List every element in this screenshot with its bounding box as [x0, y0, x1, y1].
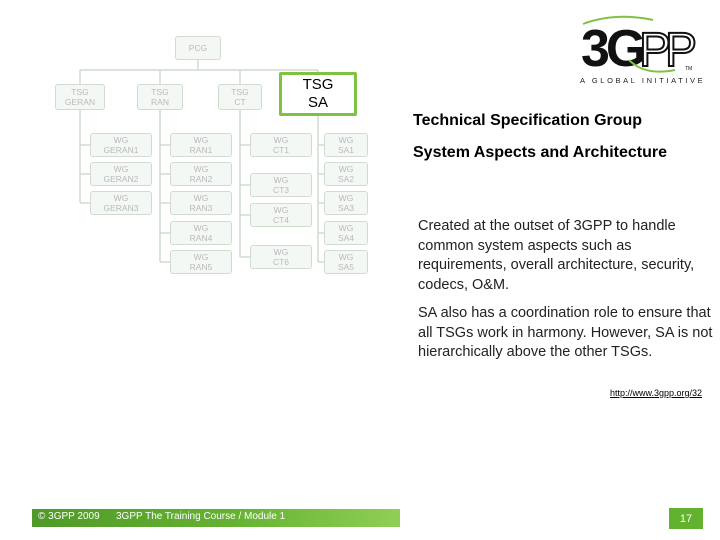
wg-name: CT3 [272, 185, 290, 195]
wg-ran2-node: WG RAN2 [170, 162, 232, 186]
wg-ran5-node: WG RAN5 [170, 250, 232, 274]
wg-ct1-node: WG CT1 [250, 133, 312, 157]
title-line1: Technical Specification Group [413, 112, 643, 129]
tsg-name: SA [307, 94, 328, 111]
wg-label: WG [273, 175, 289, 185]
wg-name: SA1 [337, 145, 355, 155]
reference-link[interactable]: http://www.3gpp.org/32 [610, 388, 703, 398]
org-chart: PCG TSG GERAN TSG RAN TSG CT TSG SA WG G… [0, 0, 400, 300]
wg-name: SA5 [337, 262, 355, 272]
wg-label: WG [273, 135, 289, 145]
tsg-geran-node: TSG GERAN [55, 84, 105, 110]
wg-label: WG [193, 223, 209, 233]
footer-course-title: 3GPP The Training Course / Module 1 [116, 511, 286, 522]
wg-name: CT1 [272, 145, 290, 155]
3gpp-logo: 3G PP TM [581, 15, 702, 78]
wg-sa5-node: WG SA5 [324, 250, 368, 274]
wg-label: WG [338, 252, 354, 262]
wg-label: WG [113, 164, 129, 174]
wg-ct6-node: WG CT6 [250, 245, 312, 269]
tsg-label: TSG [302, 76, 334, 93]
wg-label: WG [273, 247, 289, 257]
logo-tagline: A GLOBAL INITIATIVE [580, 76, 706, 85]
wg-name: CT6 [272, 257, 290, 267]
wg-label: WG [193, 164, 209, 174]
page-number: 17 [669, 508, 703, 529]
footer-copyright: © 3GPP 2009 [38, 511, 100, 522]
coordination-paragraph: SA also has a coordination role to ensur… [418, 305, 713, 360]
wg-sa1-node: WG SA1 [324, 133, 368, 157]
title-line2: System Aspects and Architecture [413, 144, 668, 161]
wg-name: RAN3 [189, 203, 213, 213]
wg-name: GERAN3 [103, 203, 139, 213]
wg-name: CT4 [272, 215, 290, 225]
tsg-label: TSG [151, 87, 169, 97]
wg-sa3-node: WG SA3 [324, 191, 368, 215]
wg-geran2-node: WG GERAN2 [90, 162, 152, 186]
wg-name: RAN1 [189, 145, 213, 155]
svg-text:TM: TM [685, 66, 692, 72]
wg-name: SA4 [337, 233, 355, 243]
wg-ran4-node: WG RAN4 [170, 221, 232, 245]
wg-label: WG [338, 193, 354, 203]
wg-name: RAN5 [189, 262, 213, 272]
description-paragraph: Created at the outset of 3GPP to handle … [418, 218, 695, 293]
wg-geran3-node: WG GERAN3 [90, 191, 152, 215]
tsg-sa-node: TSG SA [279, 72, 357, 116]
wg-sa4-node: WG SA4 [324, 221, 368, 245]
wg-label: WG [113, 193, 129, 203]
pcg-node: PCG [175, 36, 221, 60]
tsg-name: RAN [151, 97, 169, 107]
wg-sa2-node: WG SA2 [324, 162, 368, 186]
tsg-label: TSG [71, 87, 89, 97]
wg-label: WG [113, 135, 129, 145]
wg-label: WG [338, 135, 354, 145]
wg-ct4-node: WG CT4 [250, 203, 312, 227]
wg-name: GERAN2 [103, 174, 139, 184]
pcg-label: PCG [188, 43, 208, 53]
tsg-name: CT [234, 97, 246, 107]
wg-name: SA3 [337, 203, 355, 213]
tsg-name: GERAN [64, 97, 96, 107]
wg-label: WG [193, 135, 209, 145]
wg-name: GERAN1 [103, 145, 139, 155]
wg-label: WG [193, 252, 209, 262]
wg-ran3-node: WG RAN3 [170, 191, 232, 215]
footer-bar [32, 509, 400, 527]
wg-ran1-node: WG RAN1 [170, 133, 232, 157]
wg-ct3-node: WG CT3 [250, 173, 312, 197]
wg-label: WG [193, 193, 209, 203]
wg-name: SA2 [337, 174, 355, 184]
tsg-label: TSG [231, 87, 249, 97]
wg-label: WG [338, 164, 354, 174]
wg-name: RAN4 [189, 233, 213, 243]
wg-name: RAN2 [189, 174, 213, 184]
wg-label: WG [273, 205, 289, 215]
tsg-ran-node: TSG RAN [137, 84, 183, 110]
svg-text:3G: 3G [581, 20, 644, 78]
wg-label: WG [338, 223, 354, 233]
tsg-ct-node: TSG CT [218, 84, 262, 110]
wg-geran1-node: WG GERAN1 [90, 133, 152, 157]
org-chart-connectors [79, 60, 324, 263]
